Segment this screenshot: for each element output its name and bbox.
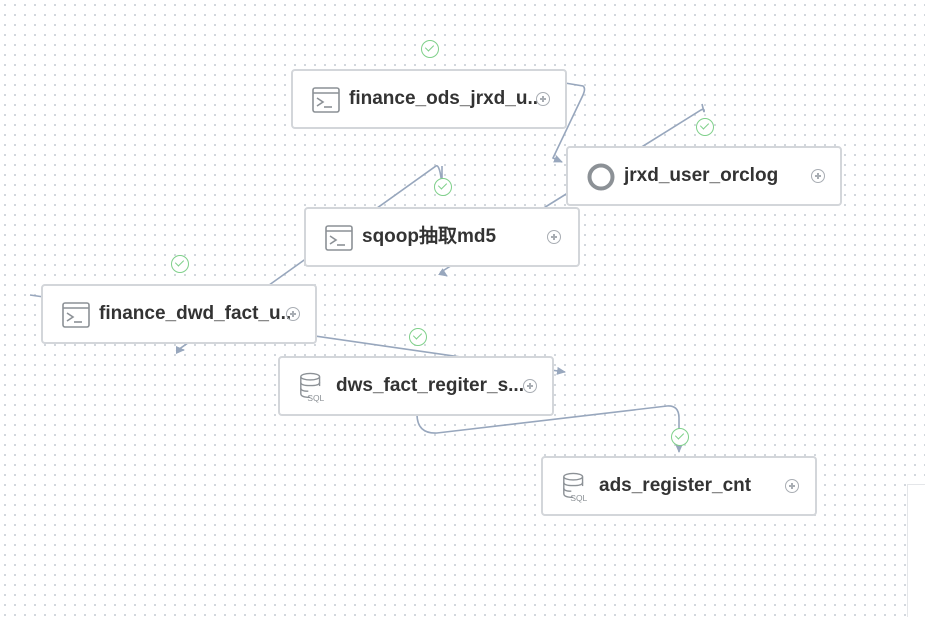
- sql-icon-text: SQL: [570, 493, 587, 503]
- task-node-finance-dwd[interactable]: finance_dwd_fact_u..: [41, 284, 317, 344]
- expand-plus-icon[interactable]: [547, 230, 561, 244]
- node-label: finance_dwd_fact_u..: [99, 303, 292, 324]
- task-node-sqoop-md5[interactable]: sqoop抽取md5: [304, 207, 580, 267]
- sql-database-icon: SQL: [298, 372, 328, 403]
- expand-plus-icon[interactable]: [536, 92, 550, 106]
- expand-plus-icon[interactable]: [286, 307, 300, 321]
- sql-database-icon: SQL: [561, 472, 591, 503]
- expand-plus-icon[interactable]: [523, 379, 537, 393]
- expand-plus-icon[interactable]: [785, 479, 799, 493]
- success-check-icon: [409, 328, 427, 346]
- success-check-icon: [696, 118, 714, 136]
- node-label: jrxd_user_orclog: [624, 165, 779, 186]
- success-check-icon: [671, 428, 689, 446]
- expand-plus-icon[interactable]: [811, 169, 825, 183]
- sql-icon-text: SQL: [307, 393, 324, 403]
- task-node-ads-register-cnt[interactable]: SQL ads_register_cnt: [541, 456, 817, 516]
- task-node-finance-ods[interactable]: finance_ods_jrxd_u..: [291, 69, 567, 129]
- shell-terminal-icon: [324, 223, 354, 253]
- success-check-icon: [434, 178, 452, 196]
- side-panel-edge: [907, 484, 925, 617]
- success-check-icon: [171, 255, 189, 273]
- subprocess-ring-icon: [586, 162, 616, 192]
- node-label: ads_register_cnt: [599, 475, 752, 496]
- node-label: finance_ods_jrxd_u..: [349, 88, 539, 109]
- success-check-icon: [421, 40, 439, 58]
- shell-terminal-icon: [311, 85, 341, 115]
- node-label: dws_fact_regiter_s...: [336, 375, 524, 396]
- task-node-dws-fact-regiter[interactable]: SQL dws_fact_regiter_s...: [278, 356, 554, 416]
- shell-terminal-icon: [61, 300, 91, 330]
- node-label: sqoop抽取md5: [362, 226, 497, 247]
- task-node-jrxd-user-orclog[interactable]: jrxd_user_orclog: [566, 146, 842, 206]
